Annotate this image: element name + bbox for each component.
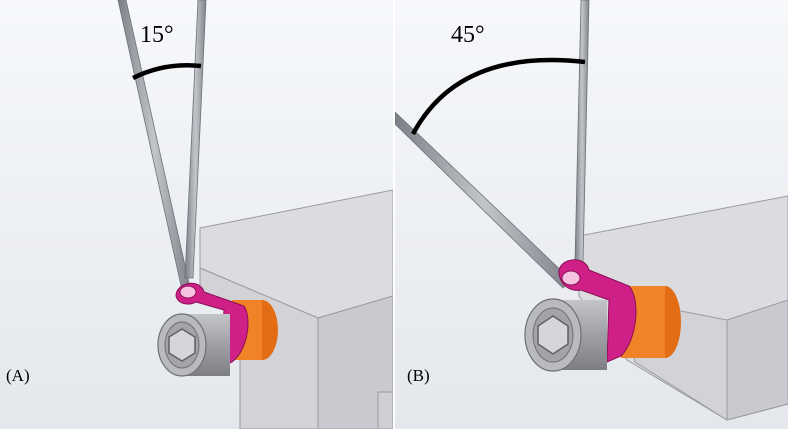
panel-label-b: (B)	[407, 366, 430, 385]
panel-label-a: (A)	[6, 366, 30, 385]
panel-b: 45° (B)	[395, 0, 788, 429]
angle-label-b: 45°	[451, 22, 485, 48]
hex-socket	[168, 328, 196, 362]
angle-label-a: 15°	[140, 22, 174, 48]
block-leg	[377, 391, 393, 429]
panel-a-illustration	[0, 0, 393, 429]
angle-arc	[131, 62, 202, 81]
angle-arc	[411, 57, 586, 136]
panel-divider	[393, 0, 395, 429]
clamp-eye	[179, 285, 197, 299]
clamp-eye	[561, 270, 581, 286]
panel-b-illustration	[395, 0, 788, 429]
panel-a: 15° (A)	[0, 0, 393, 429]
hex-socket	[537, 315, 569, 355]
rod-angled	[395, 111, 572, 289]
rod-right	[184, 0, 207, 279]
block-front-face	[726, 299, 788, 421]
magenta-clamp	[558, 259, 637, 363]
